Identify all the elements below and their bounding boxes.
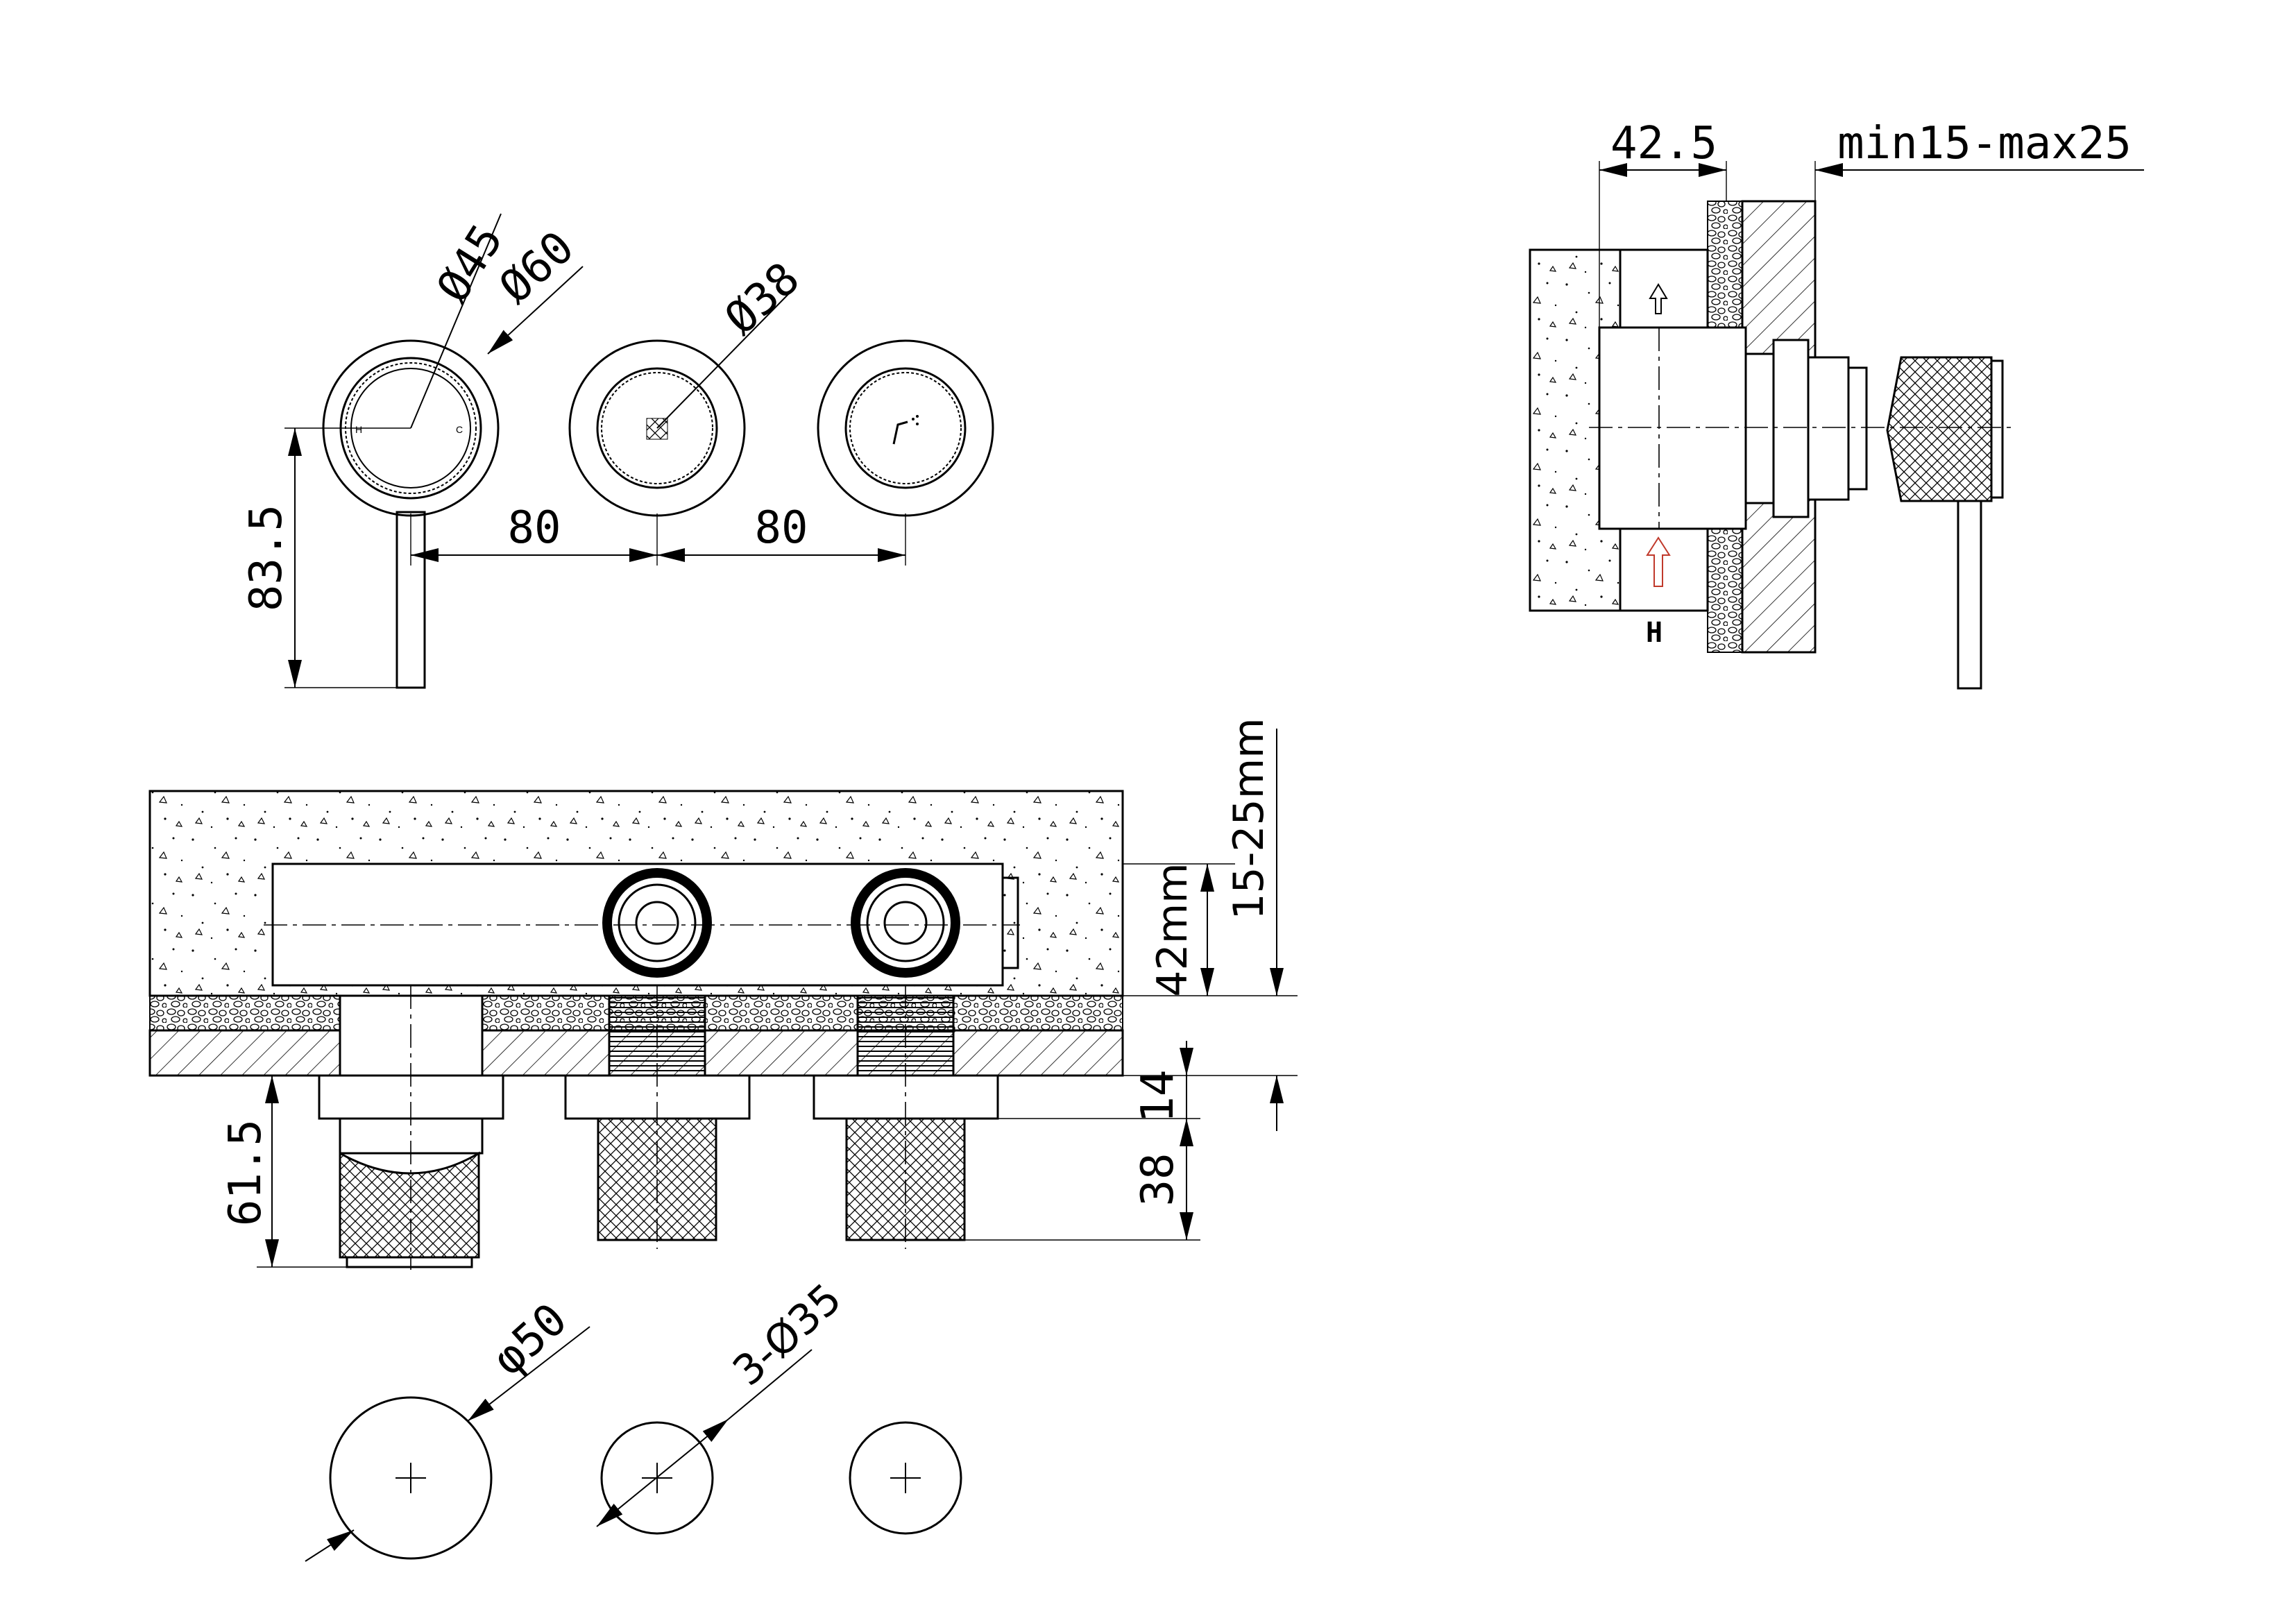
cutout-50: [329, 1396, 493, 1560]
dim-spacing-1: 80: [507, 502, 561, 554]
diverter-trim-handshower: [817, 339, 994, 517]
installation-view: 42mm 15-25mm 14 38 61.5: [148, 717, 1298, 1270]
side-lever: [1957, 500, 1982, 690]
dim-dia-38: Ø38: [715, 253, 809, 345]
dim-cutout-50: φ50: [483, 1294, 577, 1386]
side-view: H 42.5 min15-max25: [1529, 118, 2144, 690]
hand-shower-icon: [892, 420, 908, 445]
dim-spacing-2: 80: [754, 502, 808, 554]
dim-height: 83.5: [241, 504, 292, 611]
mixer-handle-knurled: [339, 1151, 480, 1259]
valve-cartridge: [1598, 326, 1747, 530]
cutout-35-b: [849, 1421, 962, 1535]
dim-handle-projection: 61.5: [220, 1119, 271, 1226]
dim-knob-projection: 38: [1132, 1153, 1184, 1206]
dim-wall-thickness: 15-25mm: [1225, 717, 1273, 919]
cold-mark: C: [456, 424, 463, 435]
dim-dia-45: Ø45: [427, 216, 513, 311]
cold-arrow-icon: [1649, 283, 1668, 314]
front-view: H C Ø45 Ø60 Ø38: [241, 213, 994, 689]
dim-dia-60: Ø60: [490, 222, 584, 314]
dim-cutout-35: 3-Ø35: [724, 1274, 851, 1395]
port-1: [602, 868, 712, 978]
dim-wall-range: min15-max25: [1837, 118, 2132, 169]
side-hot-label: H: [1646, 617, 1663, 649]
hot-mark: H: [355, 424, 362, 435]
side-handle-knurled: [1886, 356, 1993, 502]
hot-arrow-icon: [1646, 536, 1671, 587]
dim-body-depth: 42mm: [1148, 863, 1197, 996]
dim-depth: 42.5: [1610, 118, 1717, 169]
dim-plate: 14: [1132, 1069, 1184, 1123]
cutout-view: φ50 3-Ø35: [305, 1274, 962, 1562]
port-2: [851, 868, 960, 978]
